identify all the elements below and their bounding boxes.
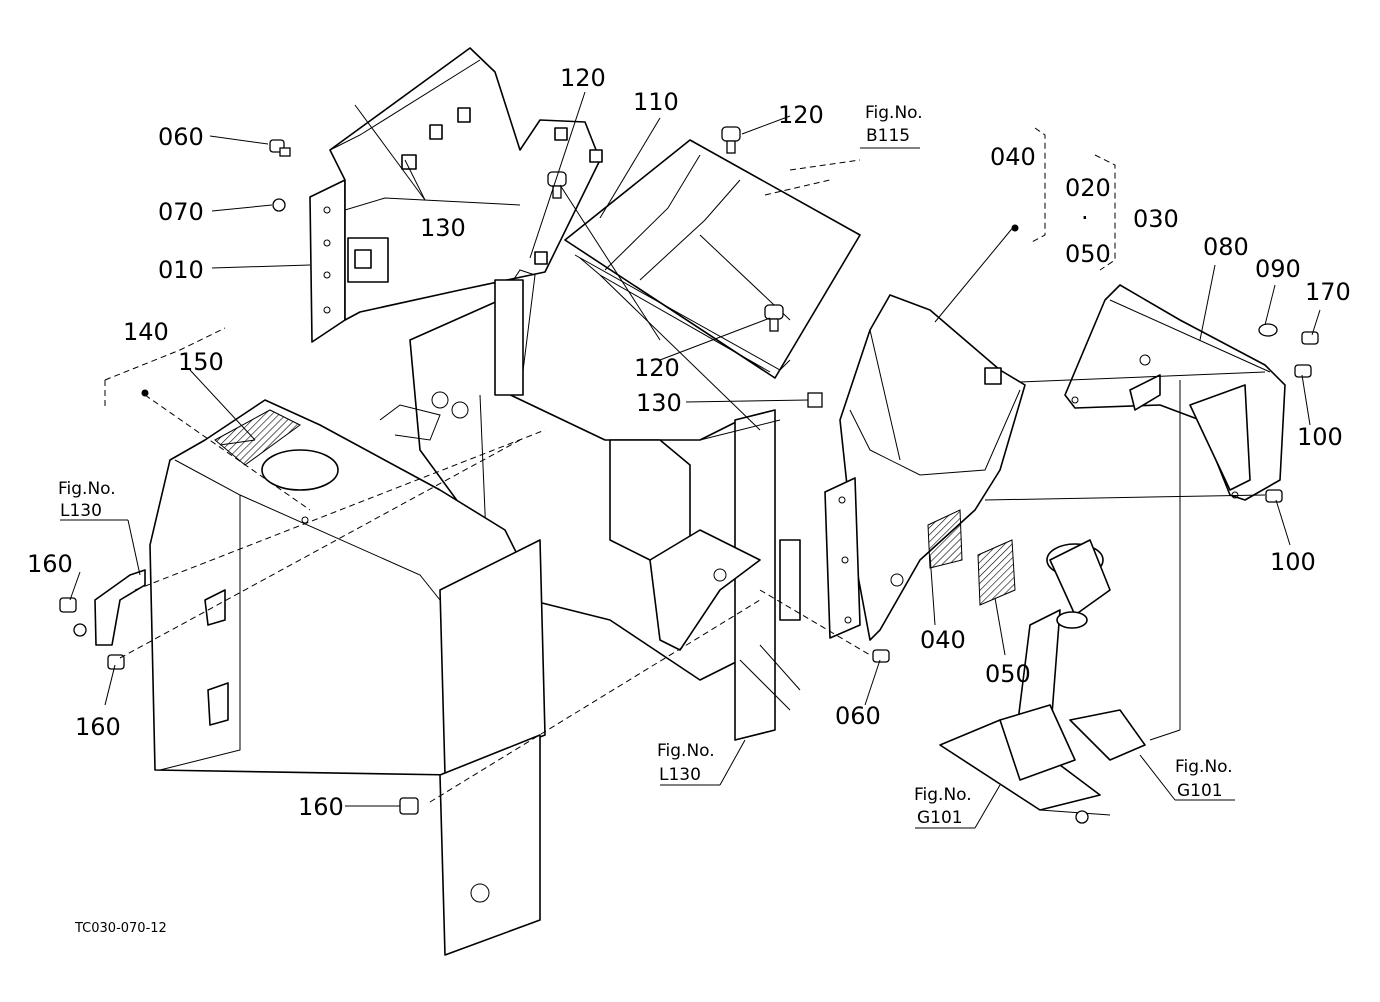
part-labels: 060 070 010 120 110 120 130 120 130 040 …	[27, 64, 1351, 821]
label-120-top-left: 120	[560, 64, 606, 92]
svg-text:Fig.No.: Fig.No.	[1175, 757, 1233, 777]
bolt-100-top	[1294, 364, 1312, 378]
label-120-top-right: 120	[778, 101, 824, 129]
svg-text:Fig.No.: Fig.No.	[865, 103, 923, 123]
clip-130	[807, 392, 823, 408]
label-060-top: 060	[158, 123, 204, 151]
fender-150	[149, 399, 546, 956]
panel-080	[1064, 284, 1286, 501]
svg-text:L130: L130	[60, 501, 102, 521]
bolt-g101	[1075, 810, 1089, 824]
label-120-middle: 120	[634, 354, 680, 382]
cover-110	[564, 139, 861, 379]
label-010: 010	[158, 256, 204, 284]
fender-bracket	[94, 569, 146, 646]
bolt-160-bottom	[399, 797, 419, 815]
bolt-160-left	[59, 597, 87, 637]
label-080: 080	[1203, 233, 1249, 261]
label-100-top: 100	[1297, 423, 1343, 451]
label-100-bottom: 100	[1270, 548, 1316, 576]
label-170: 170	[1305, 278, 1351, 306]
label-150: 150	[178, 348, 224, 376]
label-040-top: 040	[990, 143, 1036, 171]
bolt-120-bottom	[764, 304, 784, 332]
label-090: 090	[1255, 255, 1301, 283]
label-110: 110	[633, 88, 679, 116]
label-070: 070	[158, 198, 204, 226]
label-130-top: 130	[420, 214, 466, 242]
decal-050	[977, 539, 1016, 606]
steering-column	[939, 539, 1146, 816]
svg-text:Fig.No.: Fig.No.	[58, 479, 116, 499]
svg-text:G101: G101	[1177, 781, 1223, 801]
label-160-left: 160	[27, 550, 73, 578]
fig-ref-l130-middle: Fig.No. L130	[657, 741, 715, 785]
label-060-bottom: 060	[835, 702, 881, 730]
label-050-top: 050	[1065, 240, 1111, 268]
fig-ref-g101-middle: Fig.No. G101	[914, 785, 972, 828]
bolts	[59, 126, 1319, 824]
bolt-060-top	[269, 139, 291, 157]
nut-070	[272, 198, 286, 212]
bolt-170	[1301, 331, 1319, 345]
svg-text:G101: G101	[917, 808, 963, 828]
bolt-120-left	[547, 171, 567, 199]
label-separator: ·	[1081, 204, 1089, 232]
main-frame	[379, 269, 801, 741]
svg-text:Fig.No.: Fig.No.	[657, 741, 715, 761]
fig-ref-g101-right: Fig.No. G101	[1175, 757, 1233, 801]
side-panel-040	[824, 294, 1026, 641]
svg-text:L130: L130	[659, 765, 701, 785]
figure-references: Fig.No. B115 Fig.No. L130 Fig.No. L130 F…	[58, 103, 1233, 828]
bolt-120-top	[721, 126, 741, 154]
svg-text:B115: B115	[866, 126, 910, 146]
svg-text:Fig.No.: Fig.No.	[914, 785, 972, 805]
drawing-code: TC030-070-12	[74, 921, 167, 936]
bolt-060-right	[872, 649, 890, 663]
bolt-160-mid	[107, 654, 125, 670]
leader-lines	[60, 91, 1321, 829]
label-030: 030	[1133, 205, 1179, 233]
label-040-bottom: 040	[920, 626, 966, 654]
grommet-090	[1258, 323, 1278, 337]
label-140: 140	[123, 318, 169, 346]
label-020: 020	[1065, 174, 1111, 202]
label-160-middle: 160	[75, 713, 121, 741]
bolt-100-bottom	[1265, 489, 1283, 503]
label-160-bottom: 160	[298, 793, 344, 821]
label-130-middle: 130	[636, 389, 682, 417]
dashed-lines	[104, 127, 1116, 803]
fig-ref-b115: Fig.No. B115	[865, 103, 923, 146]
fig-ref-l130-left: Fig.No. L130	[58, 479, 116, 521]
label-050-bottom: 050	[985, 660, 1031, 688]
